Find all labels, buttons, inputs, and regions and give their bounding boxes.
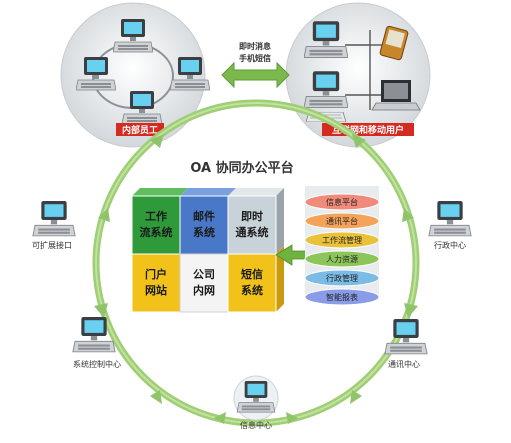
stack-item: 智能报表 (304, 288, 380, 306)
computer-icon (428, 200, 472, 237)
block-mail-l2: 系统 (193, 225, 215, 239)
internal-staff-cluster: 内部员工 (60, 2, 210, 148)
block-portal-l2: 网站 (145, 283, 167, 297)
computer-icon (384, 318, 428, 355)
satellite-right-upper: 行政中心 (428, 200, 472, 250)
block-sms (227, 253, 277, 313)
block-im-l2: 通系统 (236, 225, 269, 239)
block-sms-l2: 系统 (241, 283, 263, 297)
stack-item-label: 通讯平台 (326, 216, 358, 226)
platform-title: OA 协同办公平台 (190, 160, 293, 176)
stack-item: 信息平台 (304, 193, 380, 211)
satellite-left-upper: 可扩展接口 (32, 200, 76, 250)
block-intranet-l1: 公司 (193, 268, 215, 281)
platform-ring-highlight (95, 102, 417, 424)
ring-arrowheads (94, 134, 418, 424)
internal-staff-badge (116, 123, 164, 136)
stack-item-label: 工作流管理 (322, 235, 362, 245)
satellite-left-upper-label: 可扩展接口 (32, 240, 72, 250)
block-mail (179, 195, 229, 255)
message-link-arrow: 即时消息 手机短信 (221, 41, 290, 89)
satellite-bottom: 信息中心 (233, 375, 279, 430)
block-portal-l1: 门户 (145, 267, 167, 281)
stack-item-label: 信息平台 (326, 197, 358, 207)
block-intranet (179, 253, 229, 313)
service-stack: 信息平台 通讯平台 工作流管理 人力资源 行政管理 智能报表 (304, 186, 380, 306)
satellite-right-lower-label: 通讯中心 (388, 359, 420, 369)
stack-item: 通讯平台 (304, 212, 380, 230)
block-sms-l1: 短信 (241, 267, 263, 281)
stack-item: 行政管理 (304, 269, 380, 287)
satellite-right-upper-label: 行政中心 (434, 240, 466, 250)
block-intranet-l2: 内网 (193, 283, 215, 297)
system-blocks: 工作 流系统 邮件 系统 即时 通系统 门户 网站 公司 内网 短信 系统 (131, 188, 284, 313)
stack-item-label: 智能报表 (326, 292, 358, 302)
internal-staff-label: 内部员工 (122, 124, 158, 136)
block-workflow-l2: 流系统 (140, 225, 173, 239)
satellite-bottom-label: 信息中心 (240, 420, 272, 430)
satellite-left-lower: 系统控制中心 (72, 316, 121, 369)
block-workflow (131, 195, 181, 255)
stack-item-label: 行政管理 (326, 273, 358, 283)
computer-icon (32, 200, 76, 237)
stack-item: 工作流管理 (304, 231, 380, 249)
satellite-right-lower: 通讯中心 (384, 318, 428, 369)
block-workflow-l1: 工作 (145, 209, 167, 223)
laptop-icon (371, 80, 421, 111)
stack-item-label: 人力资源 (326, 254, 358, 264)
link-label-line2: 手机短信 (239, 53, 271, 63)
mobile-phone-icon (379, 25, 409, 61)
internet-mobile-cluster: 互联网和移动用户 (285, 2, 431, 148)
link-label-line1: 即时消息 (239, 41, 271, 51)
satellite-left-lower-label: 系统控制中心 (73, 359, 121, 369)
block-mail-l1: 邮件 (193, 209, 215, 223)
stack-item: 人力资源 (304, 250, 380, 268)
block-portal (131, 253, 181, 313)
block-im-l1: 即时 (241, 209, 263, 223)
block-im (227, 195, 277, 255)
